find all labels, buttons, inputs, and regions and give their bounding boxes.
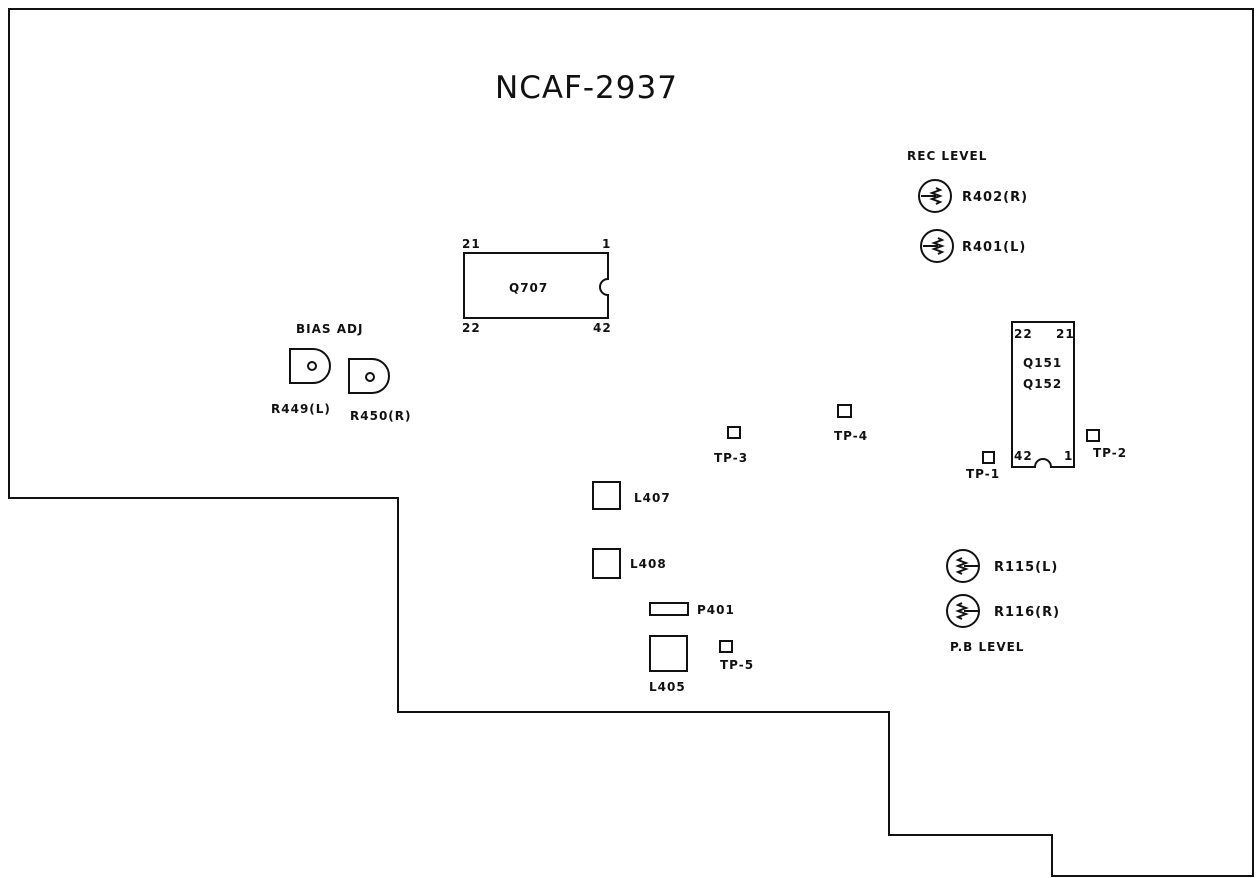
trimmer-r115[interactable]: R115(L) (946, 549, 1058, 583)
trimmer-r450-body (348, 358, 390, 394)
test-point-tp2-pad (1086, 429, 1100, 442)
trimmer-r402-body (918, 179, 952, 213)
trimmer-r402[interactable]: R402(R) (918, 179, 1028, 213)
ic-q151-pin-22: 22 (1014, 327, 1033, 341)
trimmer-r401-label: R401(L) (962, 240, 1026, 255)
trimmer-r115-wiper-icon (955, 557, 979, 575)
test-point-tp4[interactable]: TP-4 (834, 404, 868, 443)
coil-l408: L408 (592, 548, 667, 579)
ic-q152-label: Q152 (1023, 377, 1062, 391)
coil-l405-body (649, 635, 688, 672)
test-point-tp5[interactable]: TP-5 (719, 640, 754, 672)
test-point-tp2[interactable]: TP-2 (1086, 429, 1127, 460)
ic-q151-pin-1: 1 (1064, 449, 1073, 463)
trimmer-r449[interactable]: R449(L) (271, 348, 331, 416)
trimmer-r402-wiper-icon (921, 187, 943, 205)
trimmer-r402-label: R402(R) (962, 190, 1028, 205)
trimmer-r401-wiper-icon (923, 237, 945, 255)
ic-q707-pin-42: 42 (593, 321, 612, 335)
ic-q707-body (463, 252, 609, 319)
connector-p401-label: P401 (697, 603, 735, 617)
test-point-tp4-pad (837, 404, 852, 418)
coil-l407: L407 (592, 481, 671, 510)
ic-q707: 21 1 22 42 Q707 (462, 237, 612, 335)
trimmer-r116[interactable]: R116(R) (946, 594, 1060, 628)
coil-l407-body (592, 481, 621, 510)
trimmer-r450-screw-icon (365, 372, 375, 382)
board-outline (8, 8, 1254, 877)
connector-p401[interactable]: P401 (649, 602, 735, 617)
connector-p401-body (649, 602, 689, 616)
trimmer-r450-label: R450(R) (350, 409, 412, 423)
trimmer-r450[interactable]: R450(R) (348, 358, 412, 423)
test-point-tp3-pad (727, 426, 741, 439)
trimmer-r401[interactable]: R401(L) (920, 229, 1026, 263)
coil-l408-label: L408 (630, 557, 667, 571)
ic-q151-pin-42: 42 (1014, 449, 1033, 463)
ic-q151-label: Q151 (1023, 356, 1062, 370)
test-point-tp1[interactable]: TP-1 (966, 451, 1000, 481)
test-point-tp2-label: TP-2 (1093, 446, 1127, 460)
trimmer-r115-label: R115(L) (994, 560, 1058, 575)
trimmer-r449-label: R449(L) (271, 402, 331, 416)
test-point-tp3-label: TP-3 (714, 451, 748, 465)
rec-level-label: REC LEVEL (907, 149, 987, 163)
trimmer-r401-body (920, 229, 954, 263)
test-point-tp5-label: TP-5 (720, 658, 754, 672)
test-point-tp1-label: TP-1 (966, 467, 1000, 481)
trimmer-r449-screw-icon (307, 361, 317, 371)
trimmer-r116-label: R116(R) (994, 605, 1060, 620)
coil-l405: L405 (649, 635, 688, 694)
ic-q707-label: Q707 (509, 281, 548, 295)
test-point-tp3[interactable]: TP-3 (714, 426, 748, 465)
ic-q707-pin-21: 21 (462, 237, 481, 251)
trimmer-r116-wiper-icon (955, 602, 979, 620)
ic-q151-body (1011, 321, 1075, 468)
board-title: NCAF-2937 (495, 70, 678, 106)
bias-adj-label: BIAS ADJ (296, 322, 363, 336)
ic-q151-q152: 22 21 Q151 Q152 42 1 (1011, 321, 1075, 468)
ic-q707-pin-1: 1 (602, 237, 611, 251)
test-point-tp4-label: TP-4 (834, 429, 868, 443)
coil-l405-label: L405 (649, 680, 686, 694)
trimmer-r449-body (289, 348, 331, 384)
pb-level-label: P.B LEVEL (950, 640, 1024, 654)
test-point-tp5-pad (719, 640, 733, 653)
test-point-tp1-pad (982, 451, 995, 464)
coil-l408-body (592, 548, 621, 579)
ic-q707-pin-22: 22 (462, 321, 481, 335)
ic-q151-pin-21: 21 (1056, 327, 1075, 341)
coil-l407-label: L407 (634, 491, 671, 505)
